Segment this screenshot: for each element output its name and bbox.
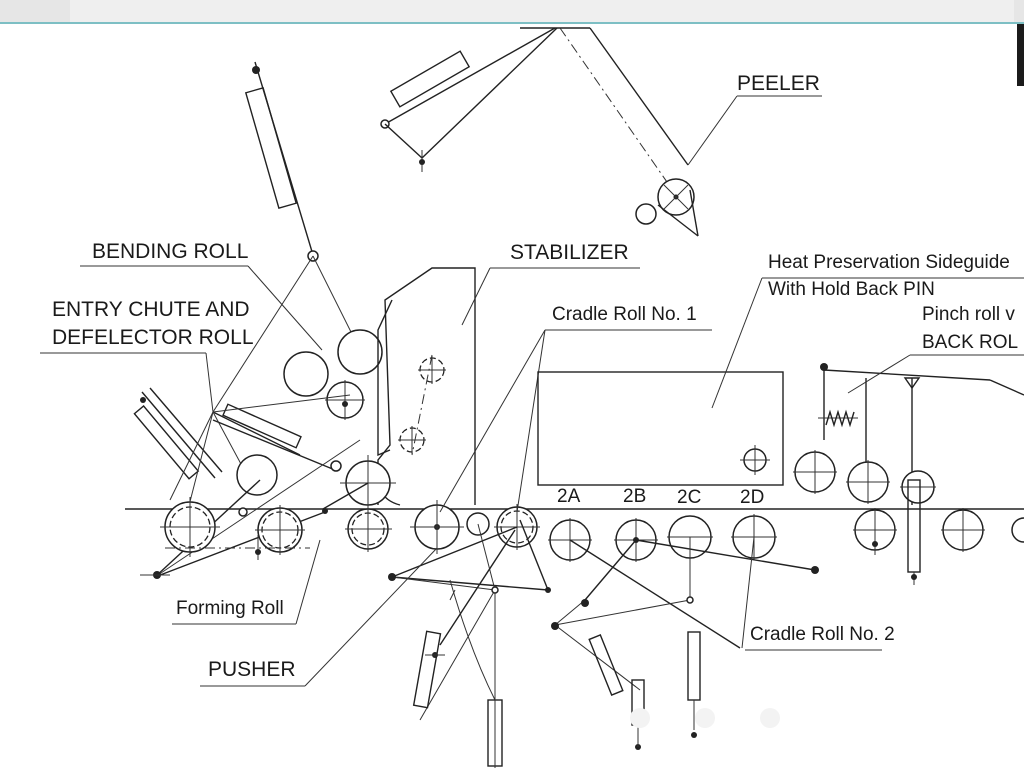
label-entry-chute-1: ENTRY CHUTE AND (52, 298, 250, 321)
label-roll-2a: 2A (557, 486, 581, 507)
label-pusher: PUSHER (208, 658, 296, 681)
label-pinch-roll-1: Pinch roll v (922, 304, 1015, 325)
cradle-roll-2-linkage (551, 536, 819, 750)
label-heat-preservation-2: With Hold Back PIN (768, 279, 935, 300)
label-stabilizer: STABILIZER (510, 241, 629, 264)
pusher-linkage (388, 519, 551, 768)
leader-cradle-roll-1-b (516, 329, 546, 513)
label-roll-2d: 2D (740, 487, 764, 508)
leader-pusher (304, 547, 438, 687)
top-banner (0, 0, 1024, 22)
label-cradle-roll-2: Cradle Roll No. 2 (750, 624, 895, 645)
bending-roll-cylinder (212, 61, 361, 413)
label-roll-2c: 2C (677, 487, 701, 508)
entry-chute-assembly (133, 387, 361, 579)
bending-roll-upper (283, 351, 329, 397)
top-banner-rule (0, 22, 1024, 24)
leader-stabilizer (461, 267, 491, 326)
leader-bending-roll (247, 265, 323, 351)
label-entry-chute-2: DEFELECTOR ROLL (52, 326, 254, 349)
leader-cradle-roll-1-a (439, 329, 546, 513)
bending-roll-lower (337, 329, 383, 375)
scrollbar-edge (1017, 24, 1024, 86)
label-forming-roll: Forming Roll (176, 598, 284, 619)
label-peeler: PEELER (737, 72, 820, 95)
watermark (630, 708, 780, 728)
top-banner-inner (70, 0, 1014, 22)
leader-entry-chute (205, 352, 214, 413)
heat-preservation-box (537, 371, 784, 486)
stabilizer-body (377, 267, 476, 506)
leader-forming-roll (295, 539, 321, 625)
label-cradle-roll-1: Cradle Roll No. 1 (552, 304, 697, 325)
label-heat-preservation-1: Heat Preservation Sideguide (768, 252, 1010, 273)
label-roll-2b: 2B (623, 486, 646, 507)
leader-heat-preservation (711, 277, 763, 409)
peeler-assembly (380, 27, 822, 237)
label-pinch-roll-2: BACK ROL (922, 332, 1018, 353)
label-bending-roll: BENDING ROLL (92, 240, 248, 263)
pinch-roll-assembly (793, 354, 1024, 585)
